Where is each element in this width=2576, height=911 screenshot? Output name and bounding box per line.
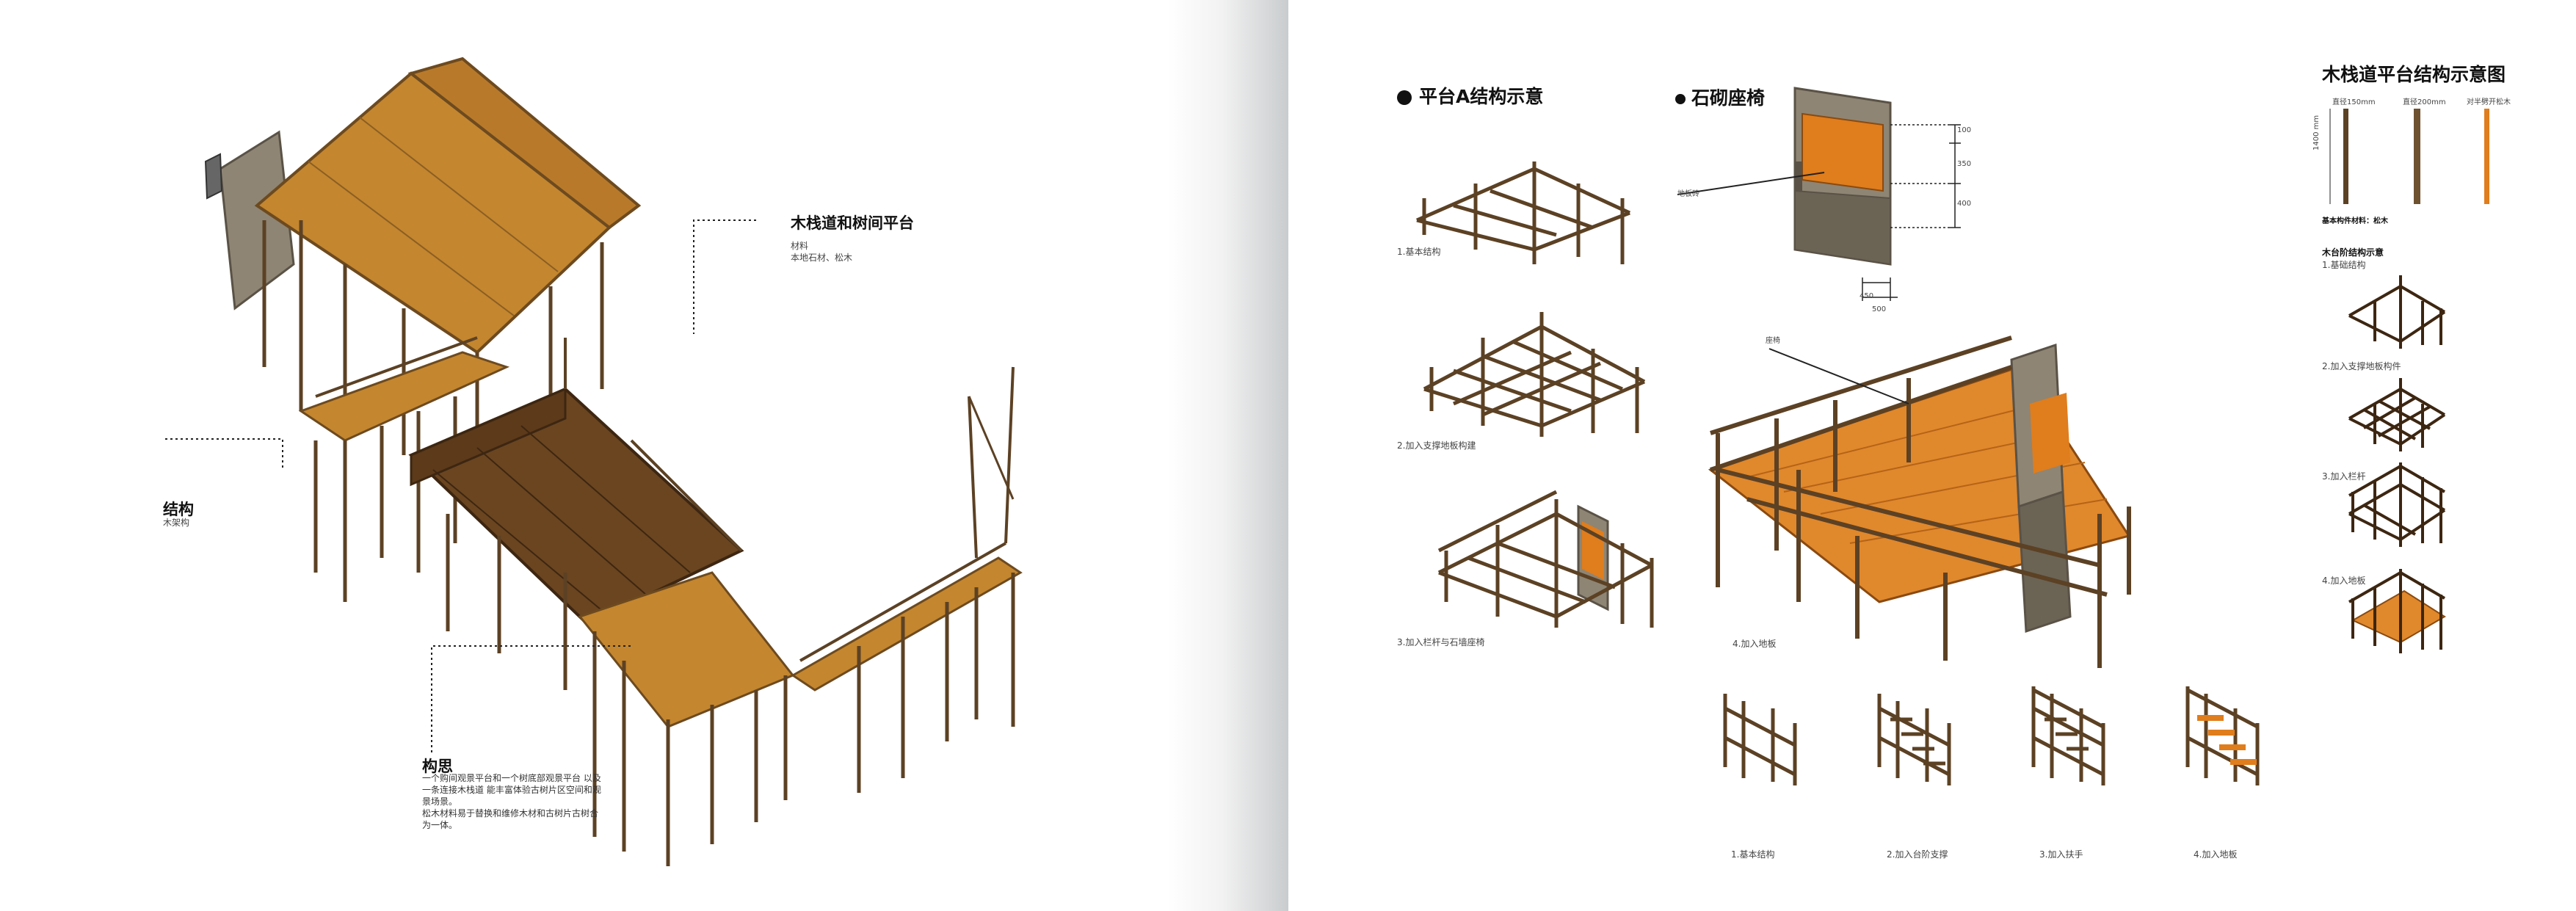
right-page: 平台A结构示意 1.基本结构 2.加入支撑地板构建 3. (1288, 0, 2576, 911)
platform-a-step3-drawing (1437, 490, 1654, 628)
stone-seat-dim-350: 350 (1957, 160, 1972, 168)
concept-line: 为一体。 (422, 820, 458, 830)
boardwalk-isometric-drawing (204, 57, 1023, 866)
platform-a-title: 平台A结构示意 (1397, 82, 1543, 109)
left-page: 木栈道和树间平台 材料 本地石材、松木 结构 木架构 构思 一个购间观景平台和一… (163, 57, 1023, 866)
platform-a-step2-label: 2.加入支撑地板构建 (1397, 440, 1476, 451)
callout-structure-text: 木架构 (163, 518, 190, 528)
platform-a-step2-drawing (1423, 312, 1646, 437)
stairs-step4-label: 4.加入地板 (2194, 849, 2238, 860)
deck-step3-label: 3.加入栏杆 (2322, 471, 2366, 482)
concept-line: 景场景。 (422, 796, 458, 807)
deck-step4-drawing (2348, 569, 2446, 653)
book-gutter-shadow (1167, 0, 1288, 911)
stone-seat-dim-400: 400 (1957, 200, 1972, 208)
platform-a-step1-label: 1.基本结构 (1397, 247, 1441, 257)
basic-material-label: 基本构件材料：松木 (2322, 217, 2388, 225)
bullet-icon (1675, 94, 1686, 104)
deck-step1-label: 1.基础结构 (2322, 260, 2366, 270)
callout-leader-platform (165, 219, 756, 752)
stone-seat-dim-500: 500 (1872, 305, 1887, 313)
stairs-step3-label: 3.加入扶手 (2039, 849, 2083, 860)
platform-view-drawing (1708, 335, 2131, 668)
stairs-step2-drawing (1877, 694, 1951, 785)
platform-a-step3-label: 3.加入栏杆与石墙座椅 (1397, 637, 1485, 647)
platform-a-step1-drawing (1415, 161, 1631, 264)
stairs-step1-label: 1.基本结构 (1731, 849, 1775, 860)
callout-platform-title: 木栈道和树间平台 (791, 214, 914, 232)
member-scale-label: 1400 mm (2312, 115, 2321, 150)
concept-line: 一个购间观景平台和一个树底部观景平台 以及 (422, 773, 601, 783)
stone-seat-dim-100: 100 (1957, 126, 1972, 134)
concept-line: 松木材料易于替换和维修木材和古树片古树合 (422, 808, 599, 819)
callout-platform-label: 材料 (791, 241, 809, 251)
deck-step4-label: 4.加入地板 (2322, 576, 2366, 586)
stone-seat-title: 石砌座椅 (1675, 84, 1765, 110)
callout-platform-text: 本地石材、松木 (791, 253, 853, 263)
callout-concept-title: 构思 (422, 758, 453, 775)
concept-line: 一条连接木栈道 能丰富体验古树片区空间和观 (422, 785, 601, 795)
bullet-icon (1397, 90, 1412, 105)
member-samples-drawing (2329, 109, 2489, 204)
stone-seat-section-drawing (1677, 87, 1961, 301)
platform-view-label-seat: 座椅 (1766, 337, 1780, 345)
structure-diagram-title: 木栈道平台结构示意图 (2322, 64, 2506, 85)
member-label-150: 直径150mm (2332, 98, 2376, 106)
platform-view-step-label: 4.加入地板 (1733, 639, 1777, 649)
deck-step2-drawing (2348, 378, 2446, 451)
deck-step1-drawing (2348, 275, 2446, 349)
callout-concept-text: 一个购间观景平台和一个树底部观景平台 以及 一条连接木栈道 能丰富体验古树片区空… (422, 772, 613, 831)
member-label-split: 对半劈开松木 (2467, 98, 2511, 106)
stone-seat-label-paving: 地板砖 (1677, 190, 1699, 198)
stairs-step4-drawing (2185, 686, 2260, 785)
callout-structure-title: 结构 (163, 501, 194, 518)
deck-structure-title: 木台阶结构示意 (2322, 247, 2384, 258)
stone-seat-dim-450: 450 (1860, 292, 1874, 300)
member-label-200: 直径200mm (2403, 98, 2446, 106)
stairs-step3-drawing (2031, 686, 2105, 785)
stairs-step1-drawing (1723, 694, 1797, 785)
deck-step2-label: 2.加入支撑地板构件 (2322, 361, 2401, 371)
stairs-step2-label: 2.加入台阶支撑 (1887, 849, 1948, 860)
deck-step3-drawing (2348, 462, 2446, 547)
